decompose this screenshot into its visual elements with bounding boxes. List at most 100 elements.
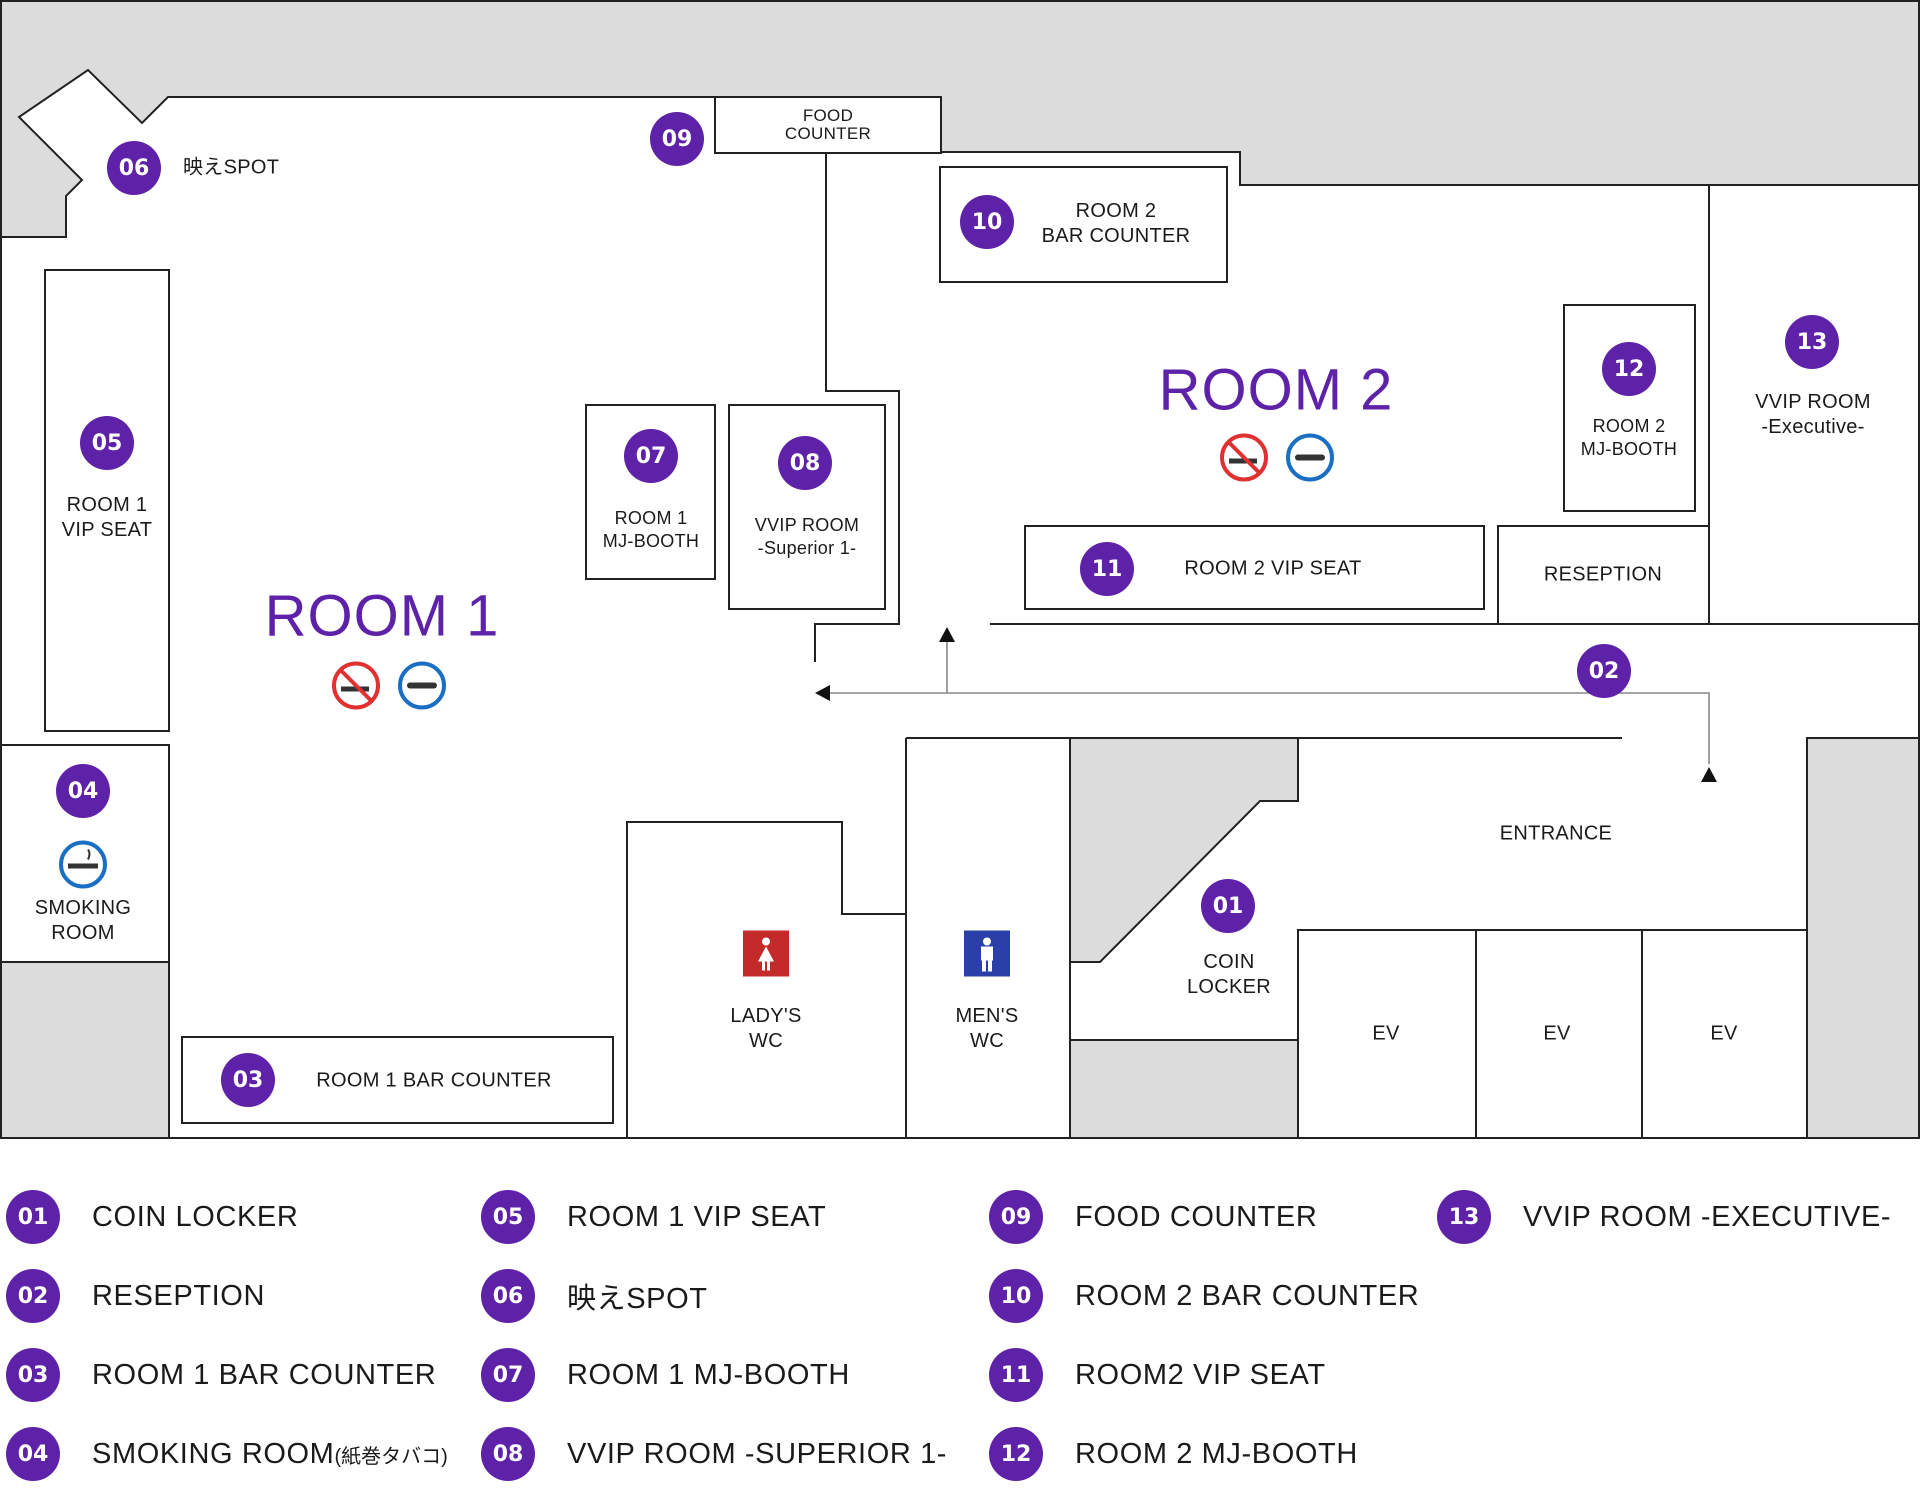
legend-badge: 06 xyxy=(481,1269,535,1323)
marker-09[interactable]: 09 xyxy=(650,112,704,166)
legend-item[interactable]: 08 VVIP ROOM -SUPERIOR 1- xyxy=(481,1427,947,1481)
legend-label-wrap: SMOKING ROOM(紙巻タバコ) xyxy=(92,1438,448,1471)
floor-plan: ROOM 1 ROOM 2 01 02 03 04 05 06 07 08 09… xyxy=(0,0,1920,1140)
legend-label: COIN LOCKER xyxy=(92,1200,299,1233)
legend-badge: 12 xyxy=(989,1427,1043,1481)
marker-02[interactable]: 02 xyxy=(1577,644,1631,698)
legend-label: ROOM2 VIP SEAT xyxy=(1075,1358,1326,1391)
legend-item[interactable]: 04 SMOKING ROOM(紙巻タバコ) xyxy=(6,1427,448,1481)
legend-badge: 03 xyxy=(6,1348,60,1402)
room2-title: ROOM 2 xyxy=(1158,357,1394,423)
room1-vip-line1: ROOM 1 xyxy=(66,494,148,516)
marker-13[interactable]: 13 xyxy=(1785,315,1839,369)
room1-mj-label: ROOM 1 MJ-BOOTH xyxy=(603,507,699,553)
room2-mj-line1: ROOM 2 xyxy=(1592,416,1666,436)
ladies-wc-line2: WC xyxy=(749,1030,783,1052)
room2-bar-label: ROOM 2 BAR COUNTER xyxy=(1042,199,1191,249)
legend-label: ROOM 2 MJ-BOOTH xyxy=(1075,1437,1358,1470)
marker-05[interactable]: 05 xyxy=(80,416,134,470)
legend-item[interactable]: 13 VVIP ROOM -EXECUTIVE- xyxy=(1437,1190,1891,1244)
room2-vip-label: ROOM 2 VIP SEAT xyxy=(1184,557,1362,580)
food-counter-label: FOOD COUNTER xyxy=(785,107,871,143)
vvip-executive-label: VVIP ROOM -Executive- xyxy=(1755,390,1871,440)
marker-12[interactable]: 12 xyxy=(1602,342,1656,396)
mens-wc-line2: WC xyxy=(970,1030,1004,1052)
legend-label: SMOKING ROOM xyxy=(92,1437,335,1470)
legend-note: (紙巻タバコ) xyxy=(334,1445,448,1468)
room1-title: ROOM 1 xyxy=(264,583,500,649)
food-counter-line2: COUNTER xyxy=(784,124,872,143)
marker-10[interactable]: 10 xyxy=(960,195,1014,249)
marker-11[interactable]: 11 xyxy=(1080,542,1134,596)
marker-04[interactable]: 04 xyxy=(56,764,110,818)
mens-wc-icon xyxy=(964,930,1010,982)
smoking-icon xyxy=(58,840,108,895)
legend-badge: 08 xyxy=(481,1427,535,1481)
ev-label: EV xyxy=(1710,1022,1738,1045)
vvip-superior-line2: -Superior 1- xyxy=(757,538,857,558)
spot-label: 映えSPOT xyxy=(183,156,280,179)
ev-label: EV xyxy=(1372,1022,1400,1045)
legend-item[interactable]: 11 ROOM2 VIP SEAT xyxy=(989,1348,1326,1402)
legend-item[interactable]: 06 映えSPOT xyxy=(481,1269,708,1323)
legend-badge: 11 xyxy=(989,1348,1043,1402)
room1-bar-label: ROOM 1 BAR COUNTER xyxy=(316,1069,552,1092)
legend-label: ROOM 1 MJ-BOOTH xyxy=(567,1358,850,1391)
legend-item[interactable]: 10 ROOM 2 BAR COUNTER xyxy=(989,1269,1419,1323)
legend-item[interactable]: 05 ROOM 1 VIP SEAT xyxy=(481,1190,826,1244)
legend-badge: 10 xyxy=(989,1269,1043,1323)
coin-locker-line1: COIN xyxy=(1203,951,1255,973)
legend-item[interactable]: 09 FOOD COUNTER xyxy=(989,1190,1317,1244)
heated-tobacco-icon xyxy=(1285,433,1335,488)
food-counter-line1: FOOD xyxy=(802,106,854,125)
room1-mj-line2: MJ-BOOTH xyxy=(602,531,700,551)
room2-bar-line1: ROOM 2 xyxy=(1075,200,1157,222)
legend-label: 映えSPOT xyxy=(567,1283,708,1315)
marker-06[interactable]: 06 xyxy=(107,141,161,195)
room2-bar-line2: BAR COUNTER xyxy=(1041,225,1191,247)
no-smoking-icon xyxy=(1219,433,1269,488)
room2-mj-line2: MJ-BOOTH xyxy=(1580,439,1678,459)
vvip-executive-line2: -Executive- xyxy=(1761,416,1865,438)
legend-badge: 07 xyxy=(481,1348,535,1402)
legend-item[interactable]: 07 ROOM 1 MJ-BOOTH xyxy=(481,1348,850,1402)
coin-locker-line2: LOCKER xyxy=(1186,976,1272,998)
legend-item[interactable]: 01 COIN LOCKER xyxy=(6,1190,298,1244)
mens-wc-label: MEN'S WC xyxy=(955,1004,1018,1054)
coin-locker-label: COIN LOCKER xyxy=(1187,950,1271,1000)
legend-badge: 04 xyxy=(6,1427,60,1481)
ladies-wc-line1: LADY'S xyxy=(730,1005,802,1027)
marker-01[interactable]: 01 xyxy=(1201,879,1255,933)
vvip-superior-line1: VVIP ROOM xyxy=(754,515,860,535)
legend-item[interactable]: 02 RESEPTION xyxy=(6,1269,265,1323)
ev-label: EV xyxy=(1543,1022,1571,1045)
ladies-wc-label: LADY'S WC xyxy=(730,1004,801,1054)
legend-label: ROOM 1 BAR COUNTER xyxy=(92,1358,437,1391)
mens-wc-line1: MEN'S xyxy=(955,1005,1019,1027)
legend-badge: 09 xyxy=(989,1190,1043,1244)
marker-03[interactable]: 03 xyxy=(221,1053,275,1107)
smoking-room-label: SMOKING ROOM xyxy=(35,896,132,946)
legend-badge: 05 xyxy=(481,1190,535,1244)
legend-badge: 02 xyxy=(6,1269,60,1323)
reception-label: RESEPTION xyxy=(1543,563,1663,586)
legend-label: ROOM 2 BAR COUNTER xyxy=(1075,1279,1420,1312)
legend-badge: 01 xyxy=(6,1190,60,1244)
room1-mj-line1: ROOM 1 xyxy=(614,508,688,528)
vvip-superior-label: VVIP ROOM -Superior 1- xyxy=(755,514,859,560)
legend-label: VVIP ROOM -EXECUTIVE- xyxy=(1523,1200,1892,1233)
room1-vip-label: ROOM 1 VIP SEAT xyxy=(62,493,153,543)
marker-07[interactable]: 07 xyxy=(624,429,678,483)
legend-badge: 13 xyxy=(1437,1190,1491,1244)
room2-mj-label: ROOM 2 MJ-BOOTH xyxy=(1581,415,1677,461)
floor-plan-walls xyxy=(0,0,1920,1140)
marker-08[interactable]: 08 xyxy=(778,436,832,490)
legend-label: VVIP ROOM -SUPERIOR 1- xyxy=(567,1437,948,1470)
legend-item[interactable]: 12 ROOM 2 MJ-BOOTH xyxy=(989,1427,1358,1481)
entrance-label: ENTRANCE xyxy=(1499,822,1613,845)
legend-item[interactable]: 03 ROOM 1 BAR COUNTER xyxy=(6,1348,436,1402)
vvip-executive-line1: VVIP ROOM xyxy=(1755,391,1871,413)
no-smoking-icon xyxy=(331,661,381,716)
legend: 01 COIN LOCKER 02 RESEPTION 03 ROOM 1 BA… xyxy=(0,1190,1920,1509)
legend-label: RESEPTION xyxy=(92,1279,265,1312)
